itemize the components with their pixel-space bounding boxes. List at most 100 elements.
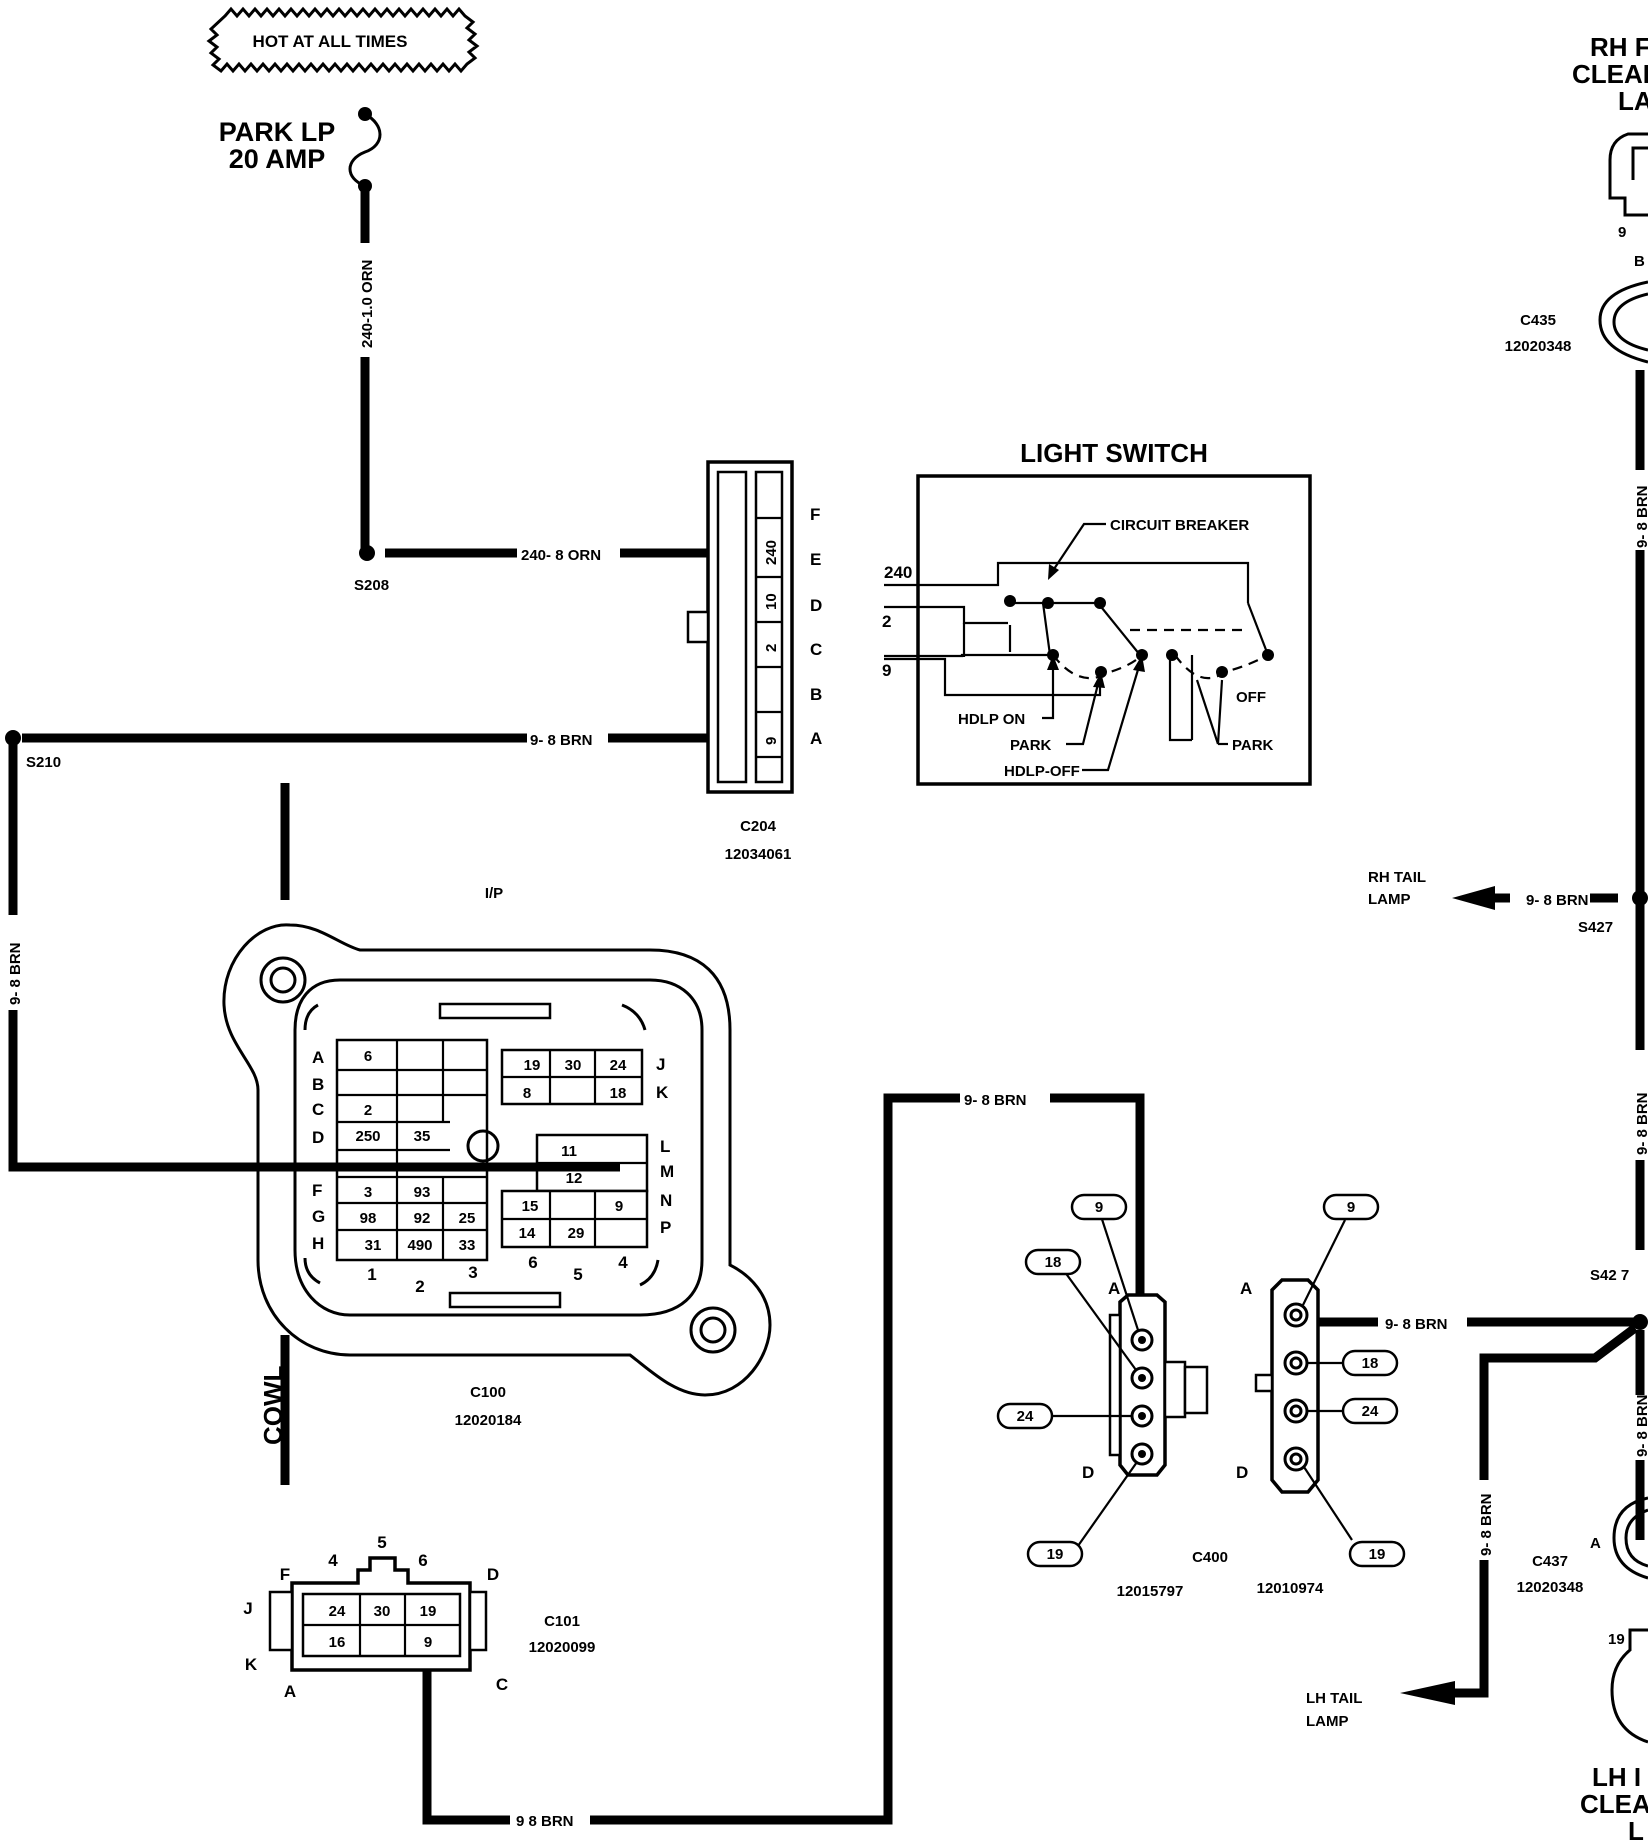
hot-at-all-times-banner: HOT AT ALL TIMES: [206, 6, 480, 74]
rh-clearance-lamp: RH F CLEAI LA 9 B C435 12020348: [1505, 32, 1648, 364]
c100-name: C100: [470, 1384, 506, 1401]
c101-pin-c: C: [496, 1675, 508, 1694]
c204-cell-9: 9: [763, 737, 780, 745]
c100-cell-2: 2: [364, 1102, 372, 1119]
wire-label-240-8-orn: 240- 8 ORN: [521, 547, 601, 564]
c100-part-number: 12020184: [455, 1412, 522, 1429]
wire-label-240-1-orn: 240-1.0 ORN: [359, 260, 376, 348]
c400-right-tag-19: 19: [1369, 1546, 1386, 1563]
off-label: OFF: [1236, 689, 1266, 706]
c100-row-d: D: [312, 1128, 324, 1147]
c400-right-pin-a: A: [1240, 1279, 1252, 1298]
arrows: [1400, 886, 1495, 1705]
light-switch: LIGHT SWITCH 240 2 9 CIRCUIT BREAKER: [882, 438, 1312, 786]
c101-pin-d: D: [487, 1565, 499, 1584]
wires: [8, 186, 1645, 1825]
c400-part-left: 12015797: [1117, 1583, 1184, 1600]
c100-row-b: B: [312, 1075, 324, 1094]
c100-col-2: 2: [415, 1277, 424, 1296]
c435-part-number: 12020348: [1505, 338, 1572, 355]
c100-cell-490: 490: [407, 1237, 432, 1254]
c204-name: C204: [740, 818, 777, 835]
wire-label-9-8-brn-top: 9- 8 BRN: [530, 732, 593, 749]
c437-connector: A C437 12020348 19: [1517, 1496, 1648, 1744]
c101-cell-9: 9: [424, 1634, 432, 1651]
c100-col-4: 4: [618, 1253, 628, 1272]
c100-cell-24: 24: [610, 1057, 627, 1074]
c100-row-j: J: [656, 1055, 665, 1074]
c435-pin-9: 9: [1618, 224, 1626, 241]
c101-cell-24: 24: [329, 1603, 346, 1620]
c100-row-h: H: [312, 1234, 324, 1253]
c101-pin-f: F: [280, 1565, 290, 1584]
splice-s427-bottom-dot: [1632, 1314, 1648, 1330]
c100-cell-3: 3: [364, 1184, 372, 1201]
cowl-label: COWL: [258, 1365, 288, 1445]
c100-cell-31: 31: [365, 1237, 382, 1254]
light-switch-input-2: 2: [882, 612, 891, 631]
rh-tail-arrow: [1452, 886, 1495, 910]
c100-cell-33: 33: [459, 1237, 476, 1254]
wire-label-9-8-brn-c400: 9- 8 BRN: [1385, 1316, 1448, 1333]
c101-pin-a: A: [284, 1682, 296, 1701]
c100-row-a: A: [312, 1048, 324, 1067]
light-switch-title: LIGHT SWITCH: [1020, 438, 1208, 468]
splice-labels: S208 S210 S427 S42 7: [26, 577, 1629, 1284]
park-right-label: PARK: [1232, 737, 1274, 754]
ip-label: I/P: [485, 885, 503, 902]
c100-col-3: 3: [468, 1263, 477, 1282]
c100-cell-8: 8: [523, 1085, 531, 1102]
c435-pin-b: B: [1634, 253, 1645, 270]
c400-right-tag-9: 9: [1347, 1199, 1355, 1216]
c204-pin-e: E: [810, 550, 821, 569]
lh-clearance-line3: L: [1628, 1816, 1644, 1846]
splice-dots: [5, 545, 1648, 1330]
rh-tail-lamp: RH TAIL LAMP: [1368, 869, 1426, 908]
c204-cell-10: 10: [763, 593, 780, 610]
lh-clearance-line1: LH I: [1592, 1762, 1641, 1792]
c101-cell-30: 30: [374, 1603, 391, 1620]
c437-pin-a: A: [1590, 1535, 1601, 1552]
c204-connector: 240 10 2 9 F E D C B A C204 12034061: [686, 460, 822, 863]
c100-connector: A B C D F G H 6 2 250 35 3 93 98 92 25 3…: [13, 923, 772, 1429]
rh-tail-line1: RH TAIL: [1368, 869, 1426, 886]
c100-cell-15: 15: [522, 1198, 539, 1215]
wire-labels: 240-1.0 ORN 240- 8 ORN 9- 8 BRN 9- 8 BRN…: [7, 260, 1648, 1830]
c204-pin-c: C: [810, 640, 822, 659]
splice-s427-top-dot: [1632, 890, 1648, 906]
c204-part-number: 12034061: [725, 846, 792, 863]
c400-name: C400: [1192, 1549, 1228, 1566]
c101-pin-k: K: [245, 1655, 258, 1674]
c100-row-n: N: [660, 1191, 672, 1210]
c100-col-5: 5: [573, 1265, 582, 1284]
splice-s208-dot: [359, 545, 375, 561]
c100-cell-6: 6: [364, 1048, 372, 1065]
c100-cell-92: 92: [414, 1210, 431, 1227]
fuse-label-line1: PARK LP: [219, 117, 336, 147]
c204-pin-b: B: [810, 685, 822, 704]
c101-pin-4: 4: [328, 1551, 338, 1570]
splice-s427-label: S427: [1578, 919, 1613, 936]
splice-s210-dot: [5, 730, 21, 746]
c400-left-tag-9: 9: [1095, 1199, 1103, 1216]
c100-row-g: G: [312, 1207, 325, 1226]
c100-row-m: M: [660, 1162, 674, 1181]
circuit-breaker-label: CIRCUIT BREAKER: [1110, 517, 1249, 534]
c100-cell-14: 14: [519, 1225, 536, 1242]
rh-tail-line2: LAMP: [1368, 891, 1411, 908]
c101-cell-16: 16: [329, 1634, 346, 1651]
c204-cell-2: 2: [763, 644, 780, 652]
c101-part-number: 12020099: [529, 1639, 596, 1656]
wire-label-9-8-brn-bottom: 9 8 BRN: [516, 1813, 574, 1830]
c400-connector: A D 9 18 24 19 A D 9 18 24 19 C400: [996, 1193, 1406, 1600]
c101-name: C101: [544, 1613, 580, 1630]
c400-part-right: 12010974: [1257, 1580, 1324, 1597]
c400-right-tag-18: 18: [1362, 1355, 1379, 1372]
rh-clearance-line2: CLEAI: [1572, 59, 1648, 89]
splice-s208-label: S208: [354, 577, 389, 594]
rh-clearance-line3: LA: [1618, 86, 1648, 116]
c100-cell-25: 25: [459, 1210, 476, 1227]
lh-clearance-lamp: LH I CLEA L: [1580, 1762, 1648, 1846]
c100-cell-35: 35: [414, 1128, 431, 1145]
